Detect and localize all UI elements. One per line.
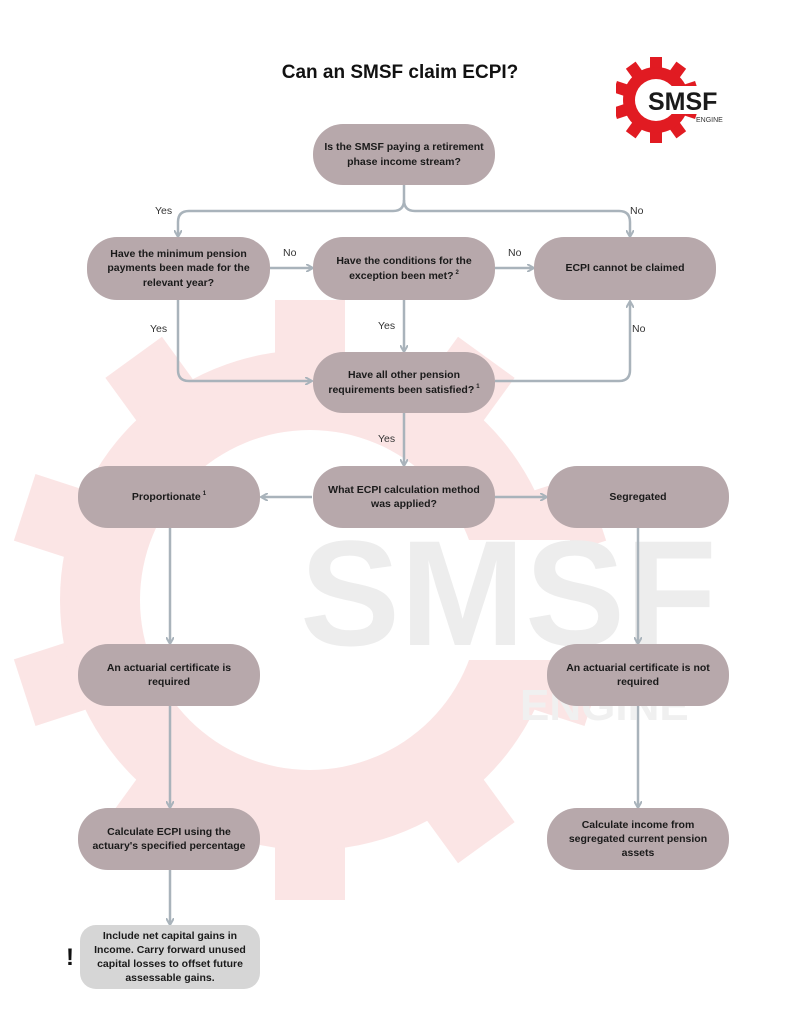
label-yes-retirement: Yes	[155, 205, 173, 217]
proportionate-text: Proportionate	[131, 490, 201, 503]
node-segregated-text: Segregated	[609, 490, 667, 503]
connector-retirement-no	[402, 199, 630, 236]
label-no-retirement: No	[630, 205, 644, 217]
logo-gear-icon	[616, 57, 706, 143]
warning-icon: !	[66, 944, 74, 971]
node-calc-segregated: Calculate income from segregated current…	[547, 808, 729, 870]
node-actuarial-required: An actuarial certificate is required	[78, 644, 260, 706]
node-actuarial-not-required-text: An actuarial certificate is not required	[566, 661, 710, 688]
node-other-requirements-question: Have all other pension requirements been…	[313, 352, 495, 413]
note-capital-gains: Include net capital gains in Income. Car…	[80, 925, 260, 989]
node-min-pension-question: Have the minimum pension payments been m…	[87, 237, 270, 300]
node-method-question: What ECPI calculation method was applied…	[313, 466, 495, 528]
node-calc-actuary-text: Calculate ECPI using the actuary's speci…	[92, 825, 246, 852]
node-retirement-question: Is the SMSF paying a retirement phase in…	[313, 124, 495, 185]
node-other-requirements-text: Have all other pension requirements been…	[323, 368, 485, 396]
node-actuarial-not-required: An actuarial certificate is not required	[547, 644, 729, 706]
node-retirement-question-text: Is the SMSF paying a retirement phase in…	[324, 141, 484, 168]
connector-other-no	[495, 302, 630, 383]
label-yes-min-pension: Yes	[150, 323, 168, 335]
proportionate-footnote: 1	[202, 491, 207, 498]
node-exception-question-text: Have the conditions for the exception be…	[323, 254, 485, 282]
connector-retirement-split	[178, 185, 406, 236]
logo-sub: ENGINE	[696, 117, 723, 124]
node-ecpi-not-claimed-text: ECPI cannot be claimed	[565, 262, 685, 275]
node-segregated: Segregated	[547, 466, 729, 528]
note-capital-gains-text: Include net capital gains in Income. Car…	[94, 929, 246, 985]
connector-min-yes	[176, 300, 311, 381]
label-yes-exception: Yes	[378, 320, 396, 332]
node-method-question-text: What ECPI calculation method was applied…	[328, 483, 480, 510]
node-ecpi-not-claimed: ECPI cannot be claimed	[534, 237, 716, 300]
label-no-exception: No	[508, 247, 522, 259]
label-yes-other-reqs: Yes	[378, 433, 396, 445]
label-no-min-pension: No	[283, 247, 297, 259]
exception-text: Have the conditions for the exception be…	[336, 255, 472, 282]
node-actuarial-required-text: An actuarial certificate is required	[106, 661, 232, 688]
other-reqs-footnote: 1	[476, 384, 480, 390]
smsf-engine-logo: SMSF ENGINE	[616, 57, 723, 143]
other-reqs-text: Have all other pension requirements been…	[328, 369, 475, 396]
node-calc-segregated-text: Calculate income from segregated current…	[568, 818, 708, 860]
node-exception-question: Have the conditions for the exception be…	[313, 237, 495, 300]
logo-brand: SMSF	[648, 88, 717, 116]
page-title: Can an SMSF claim ECPI?	[281, 62, 519, 83]
label-no-other-reqs: No	[632, 323, 646, 335]
node-calc-actuary: Calculate ECPI using the actuary's speci…	[78, 808, 260, 870]
node-min-pension-question-text: Have the minimum pension payments been m…	[107, 248, 250, 289]
exception-footnote: 2	[455, 270, 459, 276]
